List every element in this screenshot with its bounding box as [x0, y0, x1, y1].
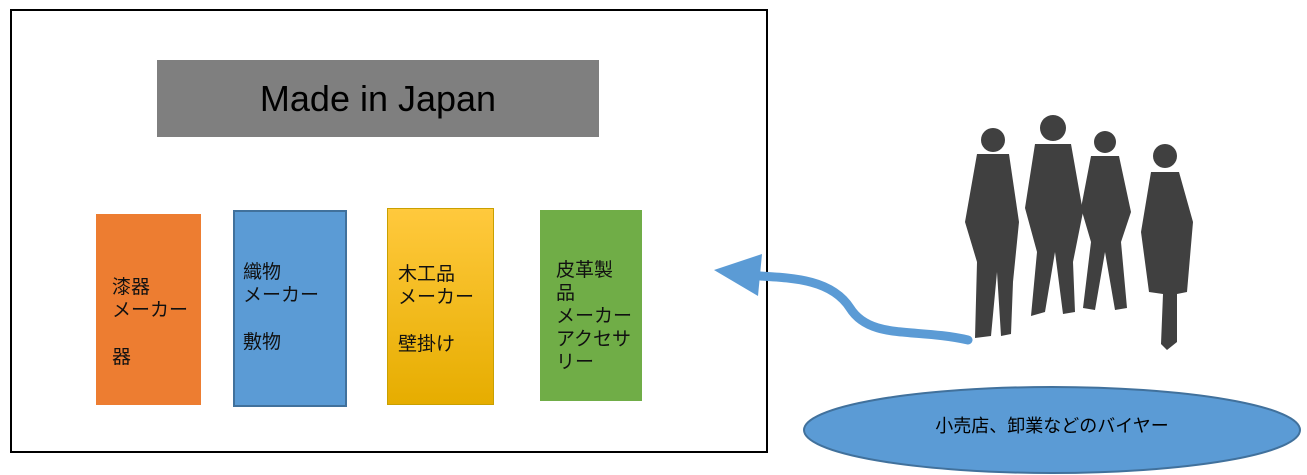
- textile-maker-card: 織物 メーカー 敷物: [233, 210, 347, 407]
- leather-maker-card: 皮革製 品 メーカー アクセサ リー: [540, 210, 642, 401]
- makers-frame: [10, 9, 768, 453]
- curved-arrow-icon: [714, 254, 973, 345]
- card-line: 品: [556, 282, 576, 304]
- woodwork-maker-card: 木工品 メーカー 壁掛け: [387, 208, 494, 405]
- card-line: 敷物: [243, 331, 282, 353]
- card-line: 木工品: [398, 263, 456, 285]
- card-line: メーカー: [398, 286, 475, 308]
- made-in-japan-banner: Made in Japan: [157, 60, 599, 137]
- card-line: 織物: [243, 261, 282, 283]
- card-line: リー: [556, 351, 595, 373]
- card-line: 器: [112, 346, 132, 368]
- businesspeople-silhouette-icon: [965, 115, 1193, 350]
- card-line: 壁掛け: [398, 333, 456, 355]
- card-line: メーカー: [112, 299, 189, 321]
- card-line: 皮革製: [556, 259, 614, 281]
- card-line: アクセサ: [556, 328, 632, 350]
- card-line: メーカー: [243, 284, 320, 306]
- banner-title: Made in Japan: [259, 77, 497, 119]
- card-line: 漆器: [112, 276, 151, 298]
- buyers-label: 小売店、卸業などのバイヤー: [935, 416, 1169, 437]
- card-line: メーカー: [556, 305, 633, 327]
- buyers-ellipse: [803, 386, 1301, 474]
- lacquerware-maker-card: 漆器 メーカー 器: [96, 214, 201, 405]
